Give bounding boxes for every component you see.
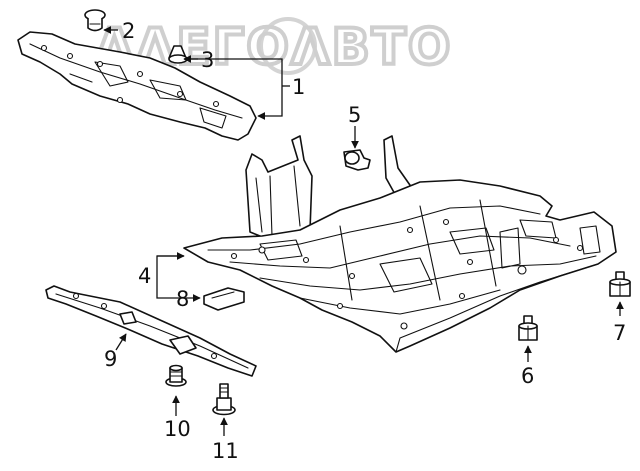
bolt-11 bbox=[212, 383, 236, 416]
upper-splash-shield bbox=[17, 31, 257, 141]
callout-4: 4 bbox=[138, 264, 151, 288]
bolt-10 bbox=[165, 364, 187, 387]
callout-1: 1 bbox=[292, 75, 305, 99]
callout-8: 8 bbox=[176, 287, 189, 311]
callout-10: 10 bbox=[164, 417, 191, 441]
callout-11: 11 bbox=[212, 439, 239, 463]
callout-5: 5 bbox=[348, 103, 361, 127]
callout-9: 9 bbox=[104, 347, 117, 371]
grommet-clip bbox=[343, 149, 371, 171]
clip-nut bbox=[203, 287, 245, 311]
front-cross-brace bbox=[45, 285, 257, 377]
bolt-6 bbox=[518, 315, 538, 341]
callout-7: 7 bbox=[613, 321, 626, 345]
under-cover-main bbox=[183, 135, 617, 353]
leader-lines bbox=[103, 26, 624, 436]
callout-6: 6 bbox=[521, 364, 534, 388]
bolt-7 bbox=[609, 271, 631, 297]
cone-clip bbox=[168, 45, 188, 64]
callout-3: 3 bbox=[201, 48, 214, 72]
push-clip bbox=[84, 9, 106, 32]
callout-labels: 2 3 1 5 4 8 9 10 11 6 7 bbox=[104, 19, 626, 463]
callout-2: 2 bbox=[122, 19, 135, 43]
